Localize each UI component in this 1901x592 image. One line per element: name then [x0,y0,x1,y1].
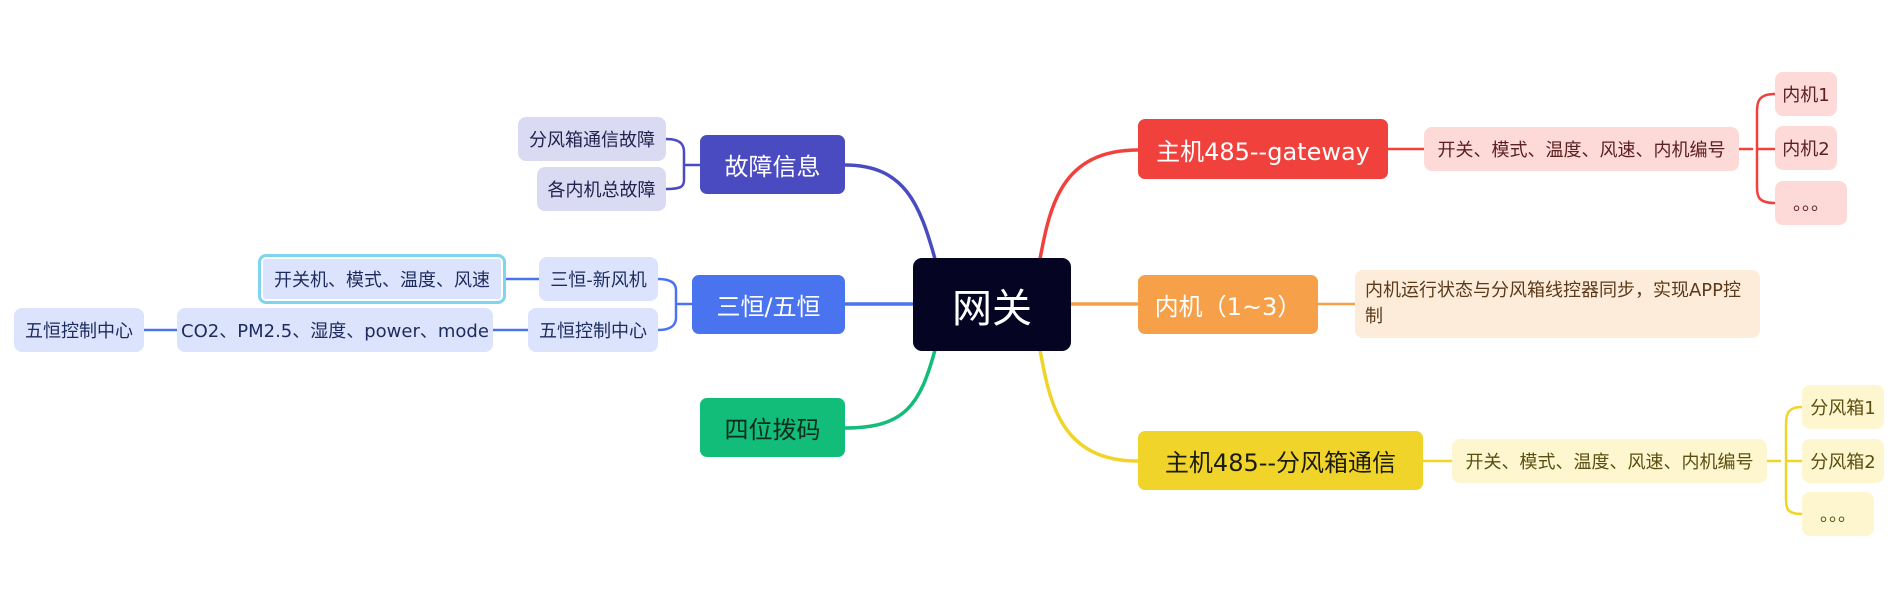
splitter-item-2[interactable]: 分风箱2 [1802,439,1884,483]
branch-constant[interactable]: 三恒/五恒 [692,275,845,334]
edge-root-gateway [1038,148,1140,261]
fresh-air-label: 三恒-新风机 [550,270,647,291]
fresh-air-detail-label: 开关机、模式、温度、风速 [274,270,490,291]
branch-splitter-label: 主机485--分风箱通信 [1164,449,1397,477]
indoor-detail[interactable]: 内机运行状态与分风箱线控器同步，实现APP控制 [1355,270,1760,338]
branch-indoor[interactable]: 内机（1~3） [1138,275,1318,334]
five-control-detail[interactable]: CO2、PM2.5、湿度、power、mode [177,308,493,352]
edge-gateway-items [1737,92,1777,205]
gateway-detail[interactable]: 开关、模式、温度、风速、内机编号 [1424,127,1739,171]
splitter-item-3-label: 。。。 [1820,505,1856,526]
five-control-end-label: 五恒控制中心 [25,321,133,342]
splitter-detail-label: 开关、模式、温度、风速、内机编号 [1465,452,1754,473]
branch-splitter[interactable]: 主机485--分风箱通信 [1138,431,1423,490]
fault-item-1-label: 分风箱通信故障 [529,130,655,151]
root-node[interactable]: 网关 [913,258,1071,351]
branch-dip-label: 四位拨码 [724,416,821,444]
splitter-item-1-label: 分风箱1 [1810,398,1876,419]
gateway-item-1-label: 内机1 [1782,85,1830,106]
splitter-item-2-label: 分风箱2 [1810,452,1876,473]
splitter-item-3[interactable]: 。。。 [1802,492,1874,536]
edge-root-splitter [1038,348,1140,463]
splitter-item-1[interactable]: 分风箱1 [1802,385,1884,429]
five-control-node[interactable]: 五恒控制中心 [528,308,658,352]
gateway-item-3[interactable]: 。。。 [1775,181,1847,225]
branch-gateway-label: 主机485--gateway [1156,137,1370,166]
edge-constant-items [656,277,694,332]
root-label: 网关 [952,285,1032,332]
gateway-item-2-label: 内机2 [1782,139,1830,160]
fresh-air-detail[interactable]: 开关机、模式、温度、风速 [258,254,506,304]
branch-constant-label: 三恒/五恒 [716,293,821,321]
fault-item-2-label: 各内机总故障 [547,180,656,201]
gateway-detail-label: 开关、模式、温度、风速、内机编号 [1437,140,1726,161]
gateway-item-3-label: 。。。 [1793,194,1829,215]
fault-item-1[interactable]: 分风箱通信故障 [518,117,666,161]
fault-item-2[interactable]: 各内机总故障 [537,167,666,211]
five-control-detail-label: CO2、PM2.5、湿度、power、mode [181,321,489,342]
fresh-air-node[interactable]: 三恒-新风机 [539,257,658,301]
gateway-item-1[interactable]: 内机1 [1775,72,1837,116]
branch-dip[interactable]: 四位拨码 [700,398,845,457]
branch-indoor-label: 内机（1~3） [1154,293,1302,321]
five-control-label: 五恒控制中心 [539,321,647,342]
edge-splitter-items [1765,405,1804,516]
edge-root-dip [843,348,937,430]
indoor-detail-label: 内机运行状态与分风箱线控器同步，实现APP控制 [1365,280,1742,327]
splitter-detail[interactable]: 开关、模式、温度、风速、内机编号 [1452,439,1767,483]
gateway-item-2[interactable]: 内机2 [1775,126,1837,170]
five-control-end[interactable]: 五恒控制中心 [14,308,144,352]
branch-gateway[interactable]: 主机485--gateway [1138,119,1388,179]
branch-fault[interactable]: 故障信息 [700,135,845,194]
edge-root-fault [843,163,937,261]
branch-fault-label: 故障信息 [724,153,821,181]
edge-fault-items [664,137,702,191]
